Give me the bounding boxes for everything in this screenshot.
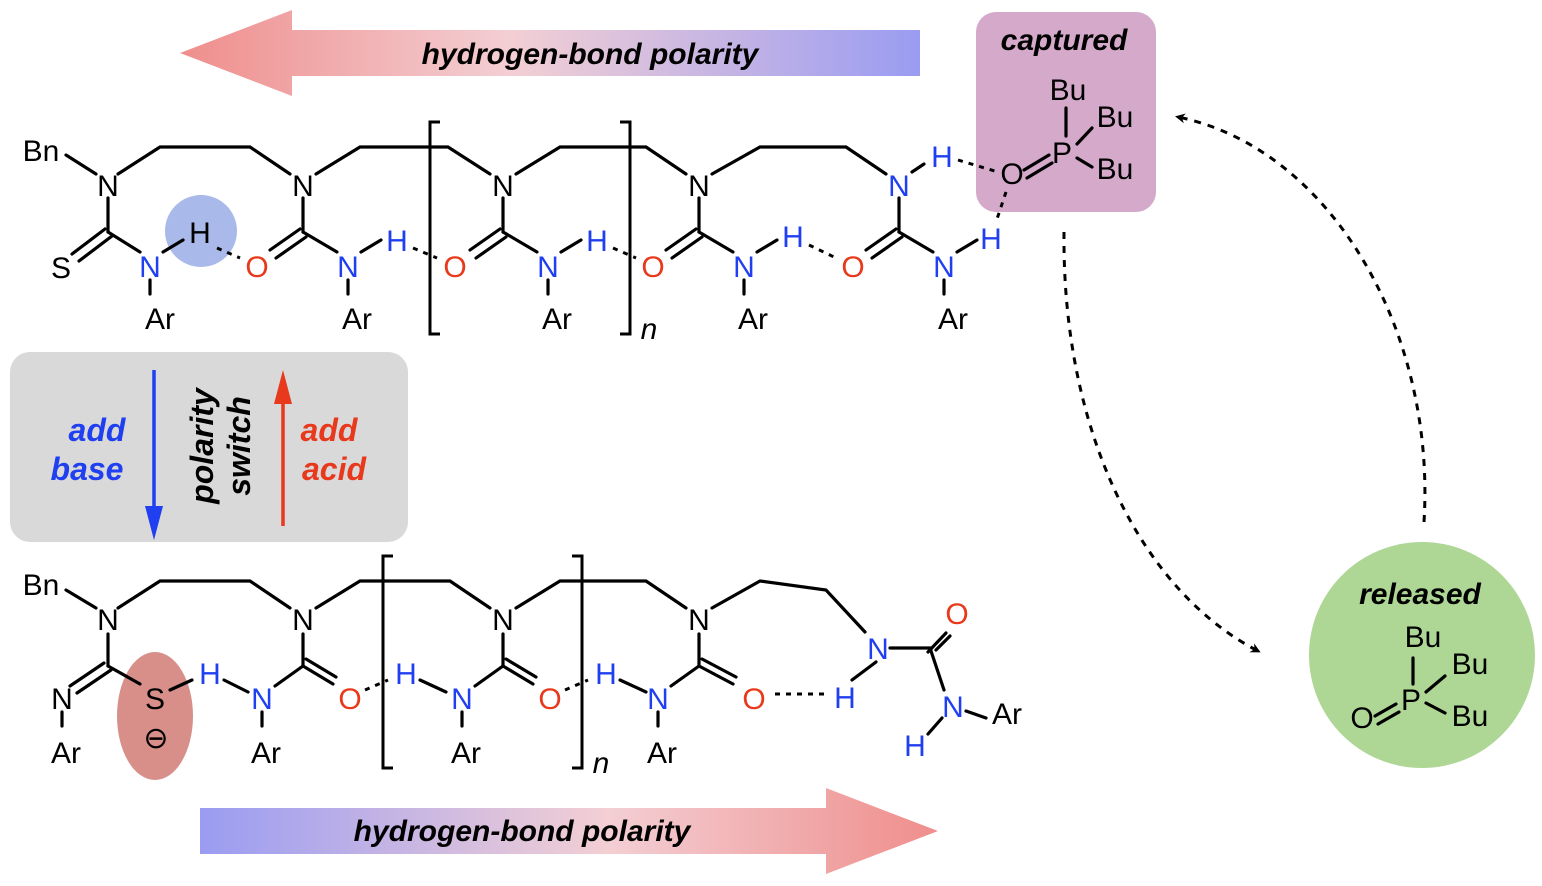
- top-n3: N: [492, 170, 514, 203]
- bottom-n5: N: [867, 633, 889, 666]
- bottom-ar4: Ar: [647, 737, 677, 770]
- bottom-n3: N: [492, 604, 514, 637]
- bottom-n6: N: [942, 691, 964, 724]
- top-n1: N: [97, 170, 119, 203]
- bottom-bn: Bn: [23, 569, 60, 602]
- bottom-n1: N: [97, 604, 119, 637]
- add-base-line2: base: [51, 451, 124, 487]
- bottom-h1: H: [199, 658, 221, 691]
- bottom-h-n5: H: [834, 682, 856, 715]
- top-ar3: Ar: [542, 303, 572, 336]
- bottom-nh2: N: [451, 683, 473, 716]
- bottom-h-n6: H: [904, 730, 926, 763]
- top-polarity-arrow: hydrogen-bond polarity: [180, 10, 920, 96]
- top-s: S: [51, 252, 71, 285]
- captured-box: captured Bu Bu Bu P O: [976, 12, 1156, 212]
- top-o4: O: [841, 251, 864, 284]
- bottom-repeat-n: n: [593, 747, 610, 780]
- top-h5: H: [980, 223, 1002, 256]
- top-h3: H: [586, 225, 608, 258]
- released-title: released: [1359, 578, 1481, 611]
- bottom-o3: O: [742, 683, 765, 716]
- top-o2: O: [443, 251, 466, 284]
- polarity-switch-box: add base polarity switch add acid: [10, 352, 408, 542]
- capture-arrow: [1175, 113, 1427, 523]
- bottom-o1: O: [338, 683, 361, 716]
- bottom-molecule: [60, 554, 988, 770]
- released-bu-3: Bu: [1452, 700, 1489, 733]
- released-o: O: [1350, 702, 1373, 735]
- bottom-o2: O: [538, 683, 561, 716]
- add-base-line1: add: [69, 412, 127, 448]
- bottom-h2: H: [395, 658, 417, 691]
- top-n4: N: [688, 170, 710, 203]
- top-nh4: N: [733, 251, 755, 284]
- thiolate-highlight: [117, 652, 193, 780]
- add-acid-line1: add: [301, 412, 359, 448]
- polarity-switch-line2: switch: [221, 396, 257, 496]
- captured-bu-2: Bu: [1097, 101, 1134, 134]
- top-nh3: N: [537, 251, 559, 284]
- bottom-ar-terminal: Ar: [992, 698, 1022, 731]
- captured-title: captured: [1001, 24, 1128, 57]
- top-polarity-label: hydrogen-bond polarity: [422, 38, 760, 71]
- bottom-n2: N: [292, 604, 314, 637]
- bottom-molecule-atoms: Bn N N N N N S ⊖ H N O H N O H N O N H O…: [23, 569, 1022, 780]
- top-ar2: Ar: [342, 303, 372, 336]
- top-h4: H: [782, 221, 804, 254]
- release-arrow: [1062, 231, 1261, 653]
- top-ar1: Ar: [145, 303, 175, 336]
- released-bu-2: Bu: [1452, 648, 1489, 681]
- top-n5: N: [888, 170, 910, 203]
- top-nh5: N: [933, 251, 955, 284]
- bottom-ar3: Ar: [451, 737, 481, 770]
- top-repeat-n: n: [641, 313, 658, 346]
- top-o3: O: [641, 251, 664, 284]
- bottom-o-terminal: O: [945, 598, 968, 631]
- bottom-nh1: N: [251, 683, 273, 716]
- released-bu-1: Bu: [1405, 621, 1442, 654]
- top-ar5: Ar: [938, 303, 968, 336]
- bottom-ar2: Ar: [251, 737, 281, 770]
- top-h2: H: [386, 225, 408, 258]
- released-p: P: [1401, 684, 1421, 717]
- captured-o: O: [1000, 158, 1023, 191]
- bottom-minus-charge: ⊖: [143, 722, 168, 755]
- captured-bu-1: Bu: [1050, 74, 1087, 107]
- captured-bu-3: Bu: [1097, 153, 1134, 186]
- polarity-switch-line1: polarity: [184, 386, 220, 505]
- top-h1: H: [189, 217, 211, 250]
- bottom-n4: N: [688, 604, 710, 637]
- bottom-n-imine: N: [51, 683, 73, 716]
- top-h-n5: H: [931, 141, 953, 174]
- bottom-nh3: N: [647, 683, 669, 716]
- released-circle: released Bu Bu Bu P O: [1309, 542, 1535, 768]
- bottom-polarity-label: hydrogen-bond polarity: [354, 815, 692, 848]
- bottom-h3: H: [595, 658, 617, 691]
- top-nh1: N: [139, 251, 161, 284]
- top-nh2: N: [337, 251, 359, 284]
- add-acid-line2: acid: [302, 451, 367, 487]
- top-molecule: [64, 120, 1008, 336]
- captured-p: P: [1052, 137, 1072, 170]
- top-ar4: Ar: [738, 303, 768, 336]
- top-bn: Bn: [23, 135, 60, 168]
- bottom-s: S: [145, 683, 165, 716]
- top-n2: N: [292, 170, 314, 203]
- top-molecule-atoms: Bn N N N N N H S N H O N H O N H O N H O…: [23, 135, 1002, 346]
- bottom-ar1: Ar: [51, 737, 81, 770]
- top-o1: O: [245, 251, 268, 284]
- bottom-polarity-arrow: hydrogen-bond polarity: [200, 788, 938, 874]
